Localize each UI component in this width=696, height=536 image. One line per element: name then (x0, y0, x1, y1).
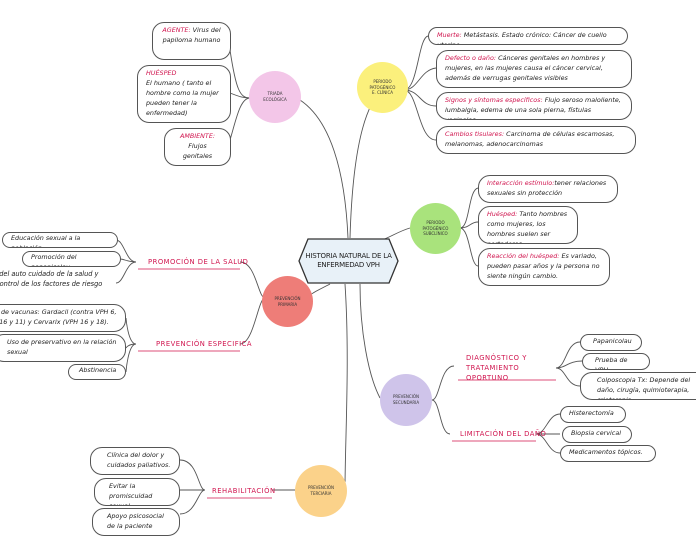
cambios-node[interactable]: Cambios tisulares: Carcinoma de células … (436, 126, 636, 154)
circle-prevencion-secundaria[interactable]: PREVENCIÓN SECUNDARIA (380, 374, 432, 426)
circle-prevencion-primaria[interactable]: PREVENCIÓN PRIMARIA (262, 276, 313, 327)
huesped-text: El humano ( tanto el hombre como la muje… (146, 78, 219, 117)
papanicolau-text: Papanicolau (593, 337, 632, 345)
vacunas-node[interactable]: Uso de vacunas: Gardacil (contra VPH 6, … (0, 304, 126, 332)
vacunas-text: Uso de vacunas: Gardacil (contra VPH 6, … (0, 308, 117, 326)
educacion-sexual-text: Educación sexual a la población. (11, 234, 81, 248)
muerte-node[interactable]: Muerte: Metástasis. Estado crónico: Cánc… (428, 27, 628, 45)
circle-periodo-subclinico[interactable]: PERIODO PATOGÉNICO SUBCLÍNICO (410, 203, 461, 254)
circle-periodo-subclinico-label: PERIODO PATOGÉNICO SUBCLÍNICO (422, 220, 449, 237)
muerte-text: Metástasis. Estado crónico: Cáncer de cu… (437, 31, 607, 45)
evitar-promiscuidad-node[interactable]: Evitar la promiscuidad sexual (94, 478, 180, 506)
autocuidado-node[interactable]: Fomento del auto cuidado de la salud y c… (0, 270, 118, 298)
circle-prevencion-terciaria-label: PREVENCIÓN TERCIARIA (307, 485, 335, 496)
circle-triada[interactable]: TRIADA ECOLÓGICA (249, 71, 301, 123)
huesped-sub-node[interactable]: Huésped: Tanto hombres como mujeres, los… (478, 206, 578, 244)
ambiente-text: Flujos genitales (182, 141, 213, 160)
promocion-papanicolau-text: Promoción del papanicolau. (31, 253, 77, 267)
ambiente-key: AMBIENTE: (179, 132, 216, 140)
circle-prevencion-terciaria[interactable]: PREVENCIÓN TERCIARIA (295, 465, 347, 517)
abstinencia-node[interactable]: Abstinencia (68, 364, 126, 380)
circle-triada-label: TRIADA ECOLÓGICA (263, 91, 287, 102)
defecto-key: Defecto o daño: (445, 54, 497, 62)
abstinencia-text: Abstinencia (79, 366, 117, 374)
medicamentos-text: Medicamentos tópicos. (569, 448, 643, 456)
cambios-key: Cambios tisulares: (445, 130, 505, 138)
signos-key: Signos y síntomas específicos: (445, 96, 543, 104)
colposcopia-text: Colposcopia Tx: Depende del daño, cirugí… (597, 376, 691, 400)
interaccion-key: Interacción estímulo: (487, 179, 555, 187)
circle-prevencion-primaria-label: PREVENCIÓN PRIMARIA (274, 295, 301, 307)
histerectomia-node[interactable]: Histerectomía (560, 406, 626, 423)
prueba-vph-node[interactable]: Prueba de VPH (582, 353, 650, 370)
papanicolau-node[interactable]: Papanicolau (580, 334, 642, 351)
preservativo-text: Uso de preservativo en la relación sexua… (7, 338, 117, 356)
apoyo-psicosocial-text: Apoyo psicosocial de la paciente (107, 512, 164, 530)
biopsia-node[interactable]: Biopsia cervical (562, 426, 632, 443)
central-title: HISTORIA NATURAL DE LA ENFERMEDAD VPH (305, 251, 392, 269)
agente-text: Virus del papiloma humano (162, 26, 221, 44)
preservativo-node[interactable]: Uso de preservativo en la relación sexua… (0, 334, 126, 362)
interaccion-text: tener relaciones sexuales sin protección (487, 179, 607, 197)
defecto-node[interactable]: Defecto o daño: Cánceres genitales en ho… (436, 50, 632, 88)
central-hexagon-shape (298, 238, 399, 284)
diagnostico-label[interactable]: DIAGNÓSTICO Y TRATAMIENTO OPORTUNO (466, 354, 527, 383)
central-topic[interactable]: HISTORIA NATURAL DE LA ENFERMEDAD VPH (298, 238, 399, 284)
muerte-key: Muerte: (437, 31, 462, 39)
huesped-sub-text: Tanto hombres como mujeres, los hombres … (487, 210, 568, 244)
prueba-vph-text: Prueba de VPH (595, 356, 628, 370)
cambios-text: Carcinoma de células escamosas, melanoma… (445, 130, 615, 148)
limitacion-dano-label[interactable]: LIMITACIÓN DEL DAÑO (460, 430, 547, 438)
prevencion-especifica-label[interactable]: PREVENCIÓN ESPECIFICA (156, 340, 253, 348)
biopsia-text: Biopsia cervical (571, 429, 622, 437)
promocion-papanicolau-node[interactable]: Promoción del papanicolau. (22, 251, 121, 267)
evitar-promiscuidad-text: Evitar la promiscuidad sexual (109, 482, 153, 506)
circle-periodo-clinico[interactable]: PERIODO PATOGÉNICO E. CLÍNICA (357, 62, 408, 113)
circle-prevencion-secundaria-label: PREVENCIÓN SECUNDARIA (392, 394, 420, 405)
colposcopia-node[interactable]: Colposcopia Tx: Depende del daño, cirugí… (580, 372, 696, 400)
interaccion-node[interactable]: Interacción estímulo:tener relaciones se… (478, 175, 618, 203)
apoyo-psicosocial-node[interactable]: Apoyo psicosocial de la paciente (92, 508, 180, 536)
promocion-salud-label[interactable]: PROMOCIÓN DE LA SALUD (148, 258, 249, 266)
agente-key: AGENTE: (162, 26, 191, 34)
circle-periodo-clinico-label: PERIODO PATOGÉNICO E. CLÍNICA (369, 79, 396, 96)
reaccion-text: Es variado, pueden pasar años y la perso… (487, 252, 600, 280)
signos-text: Flujo seroso maloliente, lumbalgia, edem… (445, 96, 621, 120)
huesped-sub-key: Huésped: (487, 210, 518, 218)
educacion-sexual-node[interactable]: Educación sexual a la población. (2, 232, 118, 248)
clinica-dolor-node[interactable]: Clínica del dolor y cuidados paliativos. (90, 447, 180, 475)
signos-node[interactable]: Signos y síntomas específicos: Flujo ser… (436, 92, 632, 120)
huesped-key: HUÉSPED (146, 69, 177, 77)
autocuidado-text: Fomento del auto cuidado de la salud y c… (0, 270, 103, 288)
histerectomia-text: Histerectomía (569, 409, 614, 417)
rehabilitacion-label[interactable]: REHABILITACIÓN (212, 487, 276, 495)
defecto-text: Cánceres genitales en hombres y mujeres,… (445, 54, 606, 82)
ambiente-node[interactable]: AMBIENTE:Flujos genitales (164, 128, 231, 166)
reaccion-node[interactable]: Reacción del huésped: Es variado, pueden… (478, 248, 610, 286)
reaccion-key: Reacción del huésped: (487, 252, 560, 260)
medicamentos-node[interactable]: Medicamentos tópicos. (560, 445, 656, 462)
agente-node[interactable]: AGENTE: Virus del papiloma humano (152, 22, 231, 60)
clinica-dolor-text: Clínica del dolor y cuidados paliativos. (107, 451, 171, 469)
